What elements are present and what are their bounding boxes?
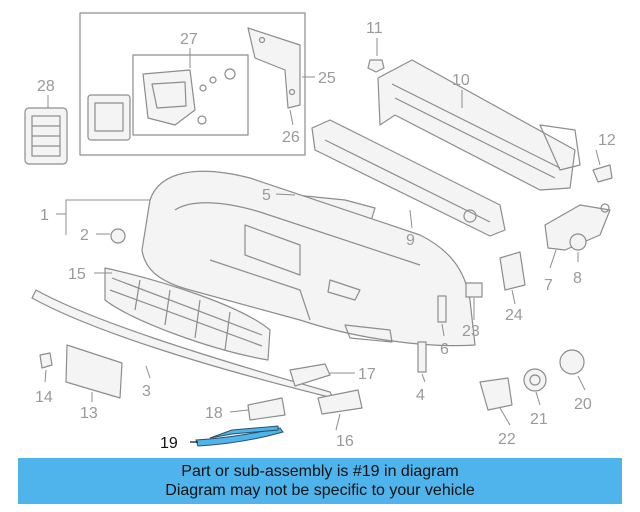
part-23-nut <box>465 282 483 298</box>
part-27-bracket <box>142 68 236 126</box>
part-12-bolt <box>592 164 613 183</box>
callout-4: 4 <box>416 387 425 404</box>
banner-line-1: Part or sub-assembly is #19 in diagram <box>181 463 459 480</box>
callout-18: 18 <box>205 405 223 422</box>
part-25-plate <box>247 27 301 109</box>
part-9-absorber <box>311 119 506 237</box>
callout-1: 1 <box>40 207 49 224</box>
callout-17: 17 <box>358 366 376 383</box>
part-10-beam <box>377 59 581 191</box>
callout-12: 12 <box>598 132 616 149</box>
part-20-sensor <box>559 349 585 375</box>
leader-lines <box>44 48 601 431</box>
part-14-clip <box>39 352 53 369</box>
part-7-side-guide <box>544 203 611 251</box>
part-17-grille-insert <box>289 363 331 387</box>
callout-27: 27 <box>180 31 198 48</box>
callout-28: 28 <box>37 78 55 95</box>
callout-19: 19 <box>160 435 178 452</box>
banner-line-2: Diagram may not be specific to your vehi… <box>165 482 475 499</box>
callout-23: 23 <box>462 323 480 340</box>
callout-6: 6 <box>440 341 449 358</box>
part-19-trim-strip-highlighted <box>190 425 284 447</box>
callout-8: 8 <box>573 270 582 287</box>
callout-13: 13 <box>80 405 98 422</box>
callout-22: 22 <box>498 431 516 448</box>
callout-26: 26 <box>282 129 300 146</box>
callout-2: 2 <box>80 227 89 244</box>
callout-24: 24 <box>505 307 523 324</box>
part-4-screw <box>417 341 427 373</box>
callout-21: 21 <box>530 411 548 428</box>
callout-9: 9 <box>406 232 415 249</box>
callout-11: 11 <box>366 20 383 37</box>
part-22-holder <box>479 377 513 411</box>
callout-25: 25 <box>318 70 336 87</box>
callout-16: 16 <box>336 433 354 450</box>
callout-15: 15 <box>68 266 86 283</box>
part-24-bracket <box>499 251 526 291</box>
part-15-lower-grille <box>104 267 271 361</box>
part-1-bumper-cover <box>141 170 476 347</box>
callout-10: 10 <box>452 72 470 89</box>
part-18-trim <box>247 397 286 421</box>
part-28-housing <box>24 107 68 165</box>
part-13-license-bracket <box>65 344 123 399</box>
part-2-clip <box>110 228 126 244</box>
part-6-screw <box>437 295 447 323</box>
part-sensor-module <box>87 94 131 141</box>
callout-14: 14 <box>35 389 53 406</box>
callout-7: 7 <box>544 277 553 294</box>
info-banner: Part or sub-assembly is #19 in diagram D… <box>18 458 622 504</box>
part-21-ring <box>523 368 547 392</box>
part-16-trim <box>317 389 363 415</box>
callout-3: 3 <box>142 383 151 400</box>
part-11-bolt <box>367 38 385 73</box>
callout-20: 20 <box>574 396 592 413</box>
callout-5: 5 <box>262 187 271 204</box>
